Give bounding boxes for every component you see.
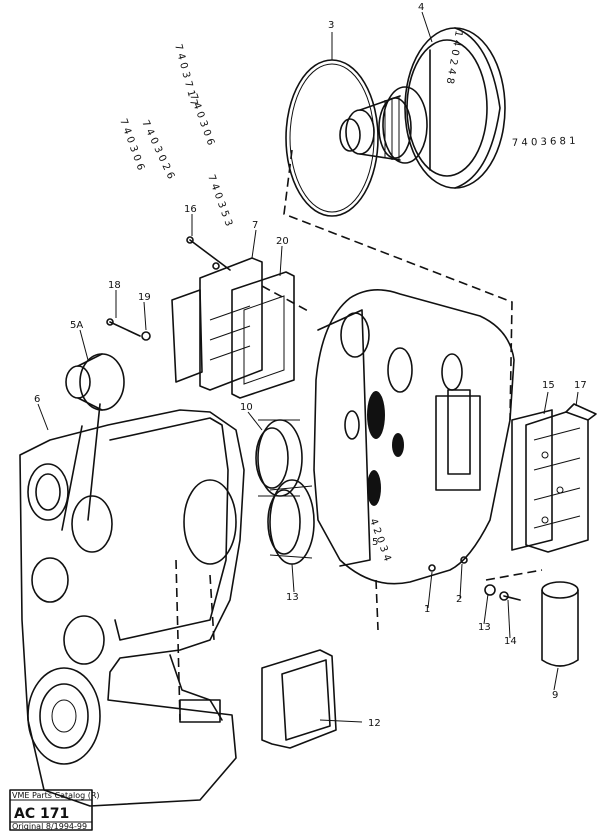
stamp-code: AC 171 bbox=[14, 806, 69, 822]
ref-right: 7 4 0 3 6 8 1 bbox=[512, 136, 576, 149]
stamp-title: VME Parts Catalog (R) bbox=[12, 791, 100, 800]
stamp-sub: Original 8/1994-99 bbox=[12, 822, 87, 831]
ref-b: 7 4 0 3 0 6 bbox=[187, 92, 216, 147]
bolts-and-washers bbox=[106, 236, 521, 601]
callout-5a: 5A bbox=[70, 320, 83, 331]
catalog-stamp: VME Parts Catalog (R) AC 171 Original 8/… bbox=[9, 789, 100, 831]
callout-18: 18 bbox=[108, 280, 121, 291]
callout-13b: 13 bbox=[478, 622, 491, 633]
callout-20: 20 bbox=[276, 236, 289, 247]
assembly-guide-lines bbox=[61, 149, 543, 723]
ref-c: 7 4 0 3 0 2 6 bbox=[139, 119, 176, 181]
callout-16: 16 bbox=[184, 204, 197, 215]
callout-9: 9 bbox=[552, 690, 558, 701]
reference-numbers: 1 4 0 2 4 8 7 4 0 3 7 1 7 7 4 0 3 0 6 7 … bbox=[117, 29, 575, 562]
oil-filter bbox=[541, 581, 579, 667]
callout-15: 15 bbox=[542, 380, 555, 391]
control-valve bbox=[511, 403, 597, 553]
converter-housing bbox=[313, 289, 515, 585]
callout-13: 13 bbox=[286, 592, 299, 603]
callout-4: 4 bbox=[418, 2, 424, 13]
leader-lines bbox=[37, 11, 579, 691]
callout-1: 1 bbox=[424, 604, 430, 615]
callout-14: 14 bbox=[504, 636, 517, 647]
ref-e: 7 4 0 3 5 3 bbox=[205, 173, 234, 228]
torque-converter bbox=[339, 27, 506, 189]
callout-17: 17 bbox=[574, 380, 587, 391]
callout-6: 6 bbox=[34, 394, 40, 405]
callout-5: 5 bbox=[372, 537, 378, 548]
callout-10: 10 bbox=[240, 402, 253, 413]
mounting-bracket bbox=[261, 649, 337, 749]
callout-12: 12 bbox=[368, 718, 381, 729]
o-ring-seal bbox=[285, 59, 379, 217]
transmission-housing bbox=[19, 409, 245, 807]
callout-3: 3 bbox=[328, 20, 334, 31]
callout-7: 7 bbox=[252, 220, 258, 231]
callout-2: 2 bbox=[456, 594, 462, 605]
ref-top: 1 4 0 2 4 8 bbox=[444, 29, 464, 84]
callout-19: 19 bbox=[138, 292, 151, 303]
part-callouts: 3 4 16 7 20 18 19 5A 6 10 13 15 17 1 2 5… bbox=[34, 2, 587, 729]
valve-body bbox=[171, 257, 295, 399]
